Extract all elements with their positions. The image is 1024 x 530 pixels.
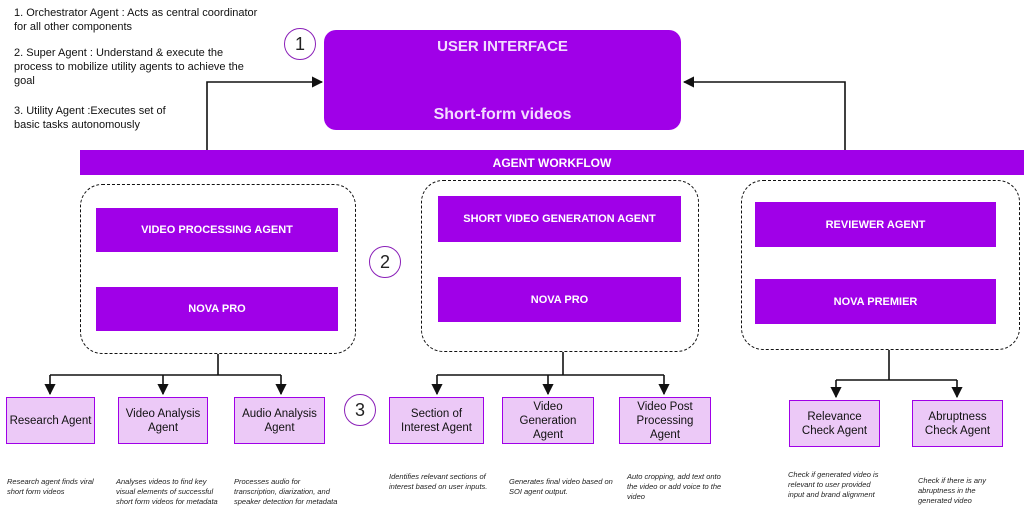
marker-1: 1: [284, 28, 316, 60]
utility-video-post-processing-agent: Video Post Processing Agent: [619, 397, 711, 444]
ui-subtitle: Short-form videos: [433, 106, 572, 123]
note-video-analysis: Analyses videos to find key visual eleme…: [116, 477, 218, 506]
user-interface-box: USER INTERFACE Short-form videos: [324, 30, 681, 130]
agent-workflow-band: AGENT WORKFLOW: [80, 150, 1024, 175]
group-reviewer: [741, 180, 1020, 350]
arrow-band-to-ui-left: [206, 76, 324, 150]
utility-video-analysis-agent: Video Analysis Agent: [118, 397, 208, 444]
group-short-video-generation: [421, 180, 699, 352]
note-video-generation: Generates final video based on SOI agent…: [509, 477, 613, 496]
note-relevance-check: Check if generated video is relevant to …: [788, 470, 879, 499]
arrow-band-to-ui-right: [682, 76, 846, 150]
utility-abruptness-check-agent: Abruptness Check Agent: [912, 400, 1003, 447]
legend-orchestrator: 1. Orchestrator Agent : Acts as central …: [14, 7, 258, 33]
note-video-post-processing: Auto cropping, add text onto the video o…: [627, 472, 722, 501]
legend-super-agent: 2. Super Agent : Understand & execute th…: [14, 47, 244, 87]
reviewer-agent: REVIEWER AGENT: [755, 202, 996, 247]
utility-audio-analysis-agent: Audio Analysis Agent: [234, 397, 325, 444]
agent-workflow-label: AGENT WORKFLOW: [492, 155, 612, 170]
ui-title: USER INTERFACE: [437, 38, 568, 55]
legend-utility-agent: 3. Utility Agent :Executes set of basic …: [14, 105, 166, 131]
short-video-generation-model: NOVA PRO: [438, 277, 681, 322]
marker-2: 2: [369, 246, 401, 278]
video-processing-agent: VIDEO PROCESSING AGENT: [96, 208, 338, 252]
short-video-generation-agent: SHORT VIDEO GENERATION AGENT: [438, 196, 681, 242]
reviewer-model: NOVA PREMIER: [755, 279, 996, 324]
video-processing-model: NOVA PRO: [96, 287, 338, 331]
utility-section-of-interest-agent: Section of Interest Agent: [389, 397, 484, 444]
note-section-of-interest: Identifies relevant sections of interest…: [389, 472, 488, 491]
utility-relevance-check-agent: Relevance Check Agent: [789, 400, 880, 447]
utility-research-agent: Research Agent: [6, 397, 95, 444]
marker-3: 3: [344, 394, 376, 426]
group-video-processing: [80, 184, 356, 354]
utility-video-generation-agent: Video Generation Agent: [502, 397, 594, 444]
note-audio-analysis: Processes audio for transcription, diari…: [234, 477, 338, 506]
note-research: Research agent finds viral short form vi…: [7, 477, 94, 496]
note-abruptness-check: Check if there is any abruptness in the …: [918, 476, 986, 505]
